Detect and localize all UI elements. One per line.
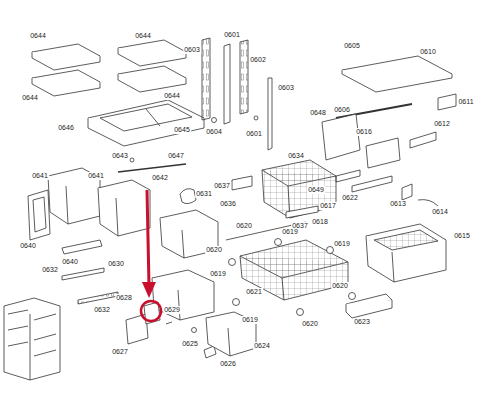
callout-number: 0619 (241, 316, 259, 324)
callout-number: 0620 (331, 282, 349, 290)
callout-number: 0628 (115, 294, 133, 302)
callout-number: 0620 (235, 222, 253, 230)
callout-number: 0610 (419, 48, 437, 56)
callout-number: 0634 (287, 152, 305, 160)
callout-number: 0619 (333, 240, 351, 248)
callout-number: 0623 (353, 318, 371, 326)
callout-number: 0632 (41, 266, 59, 274)
callout-number: 0602 (249, 56, 267, 64)
callout-number: 0620 (205, 246, 223, 254)
callout-number: 0605 (343, 42, 361, 50)
callout-number: 0626 (219, 360, 237, 368)
callout-number: 0619 (281, 228, 299, 236)
callout-number: 0640 (19, 242, 37, 250)
callout-number: 0640 (61, 258, 79, 266)
callout-number: 0627 (111, 348, 129, 356)
callout-number: 0613 (389, 200, 407, 208)
callout-number: 0641 (87, 172, 105, 180)
callout-number: 0648 (309, 109, 327, 117)
callout-number: 0624 (253, 342, 271, 350)
callout-number: 0612 (433, 120, 451, 128)
callout-number: 0643 (111, 152, 129, 160)
callout-number: 0630 (107, 260, 125, 268)
callout-number: 0631 (195, 190, 213, 198)
callout-number: 0637 (213, 182, 231, 190)
callout-number: 0617 (319, 202, 337, 210)
callout-number: 0601 (245, 130, 263, 138)
callout-number: 0620 (301, 320, 319, 328)
callout-number: 0629 (163, 306, 181, 314)
callout-number: 0642 (151, 174, 169, 182)
callout-number: 0611 (457, 98, 474, 106)
callout-number: 0621 (245, 288, 263, 296)
callout-number: 0649 (307, 186, 325, 194)
callout-number: 0632 (93, 306, 111, 314)
callout-number: 0644 (29, 32, 47, 40)
callout-number: 0644 (163, 92, 181, 100)
callout-number: 0622 (341, 194, 359, 202)
callout-number: 0619 (209, 270, 227, 278)
callout-number: 0614 (431, 208, 449, 216)
callout-number: 0644 (134, 32, 152, 40)
callout-number: 0644 (21, 94, 39, 102)
callout-number: 0636 (219, 200, 237, 208)
callout-number: 0603 (277, 84, 295, 92)
callout-number: 0647 (167, 152, 185, 160)
callout-number: 0646 (57, 124, 75, 132)
callout-number: 0603 (183, 46, 201, 54)
callout-number: 0606 (333, 106, 351, 114)
callout-number: 0615 (453, 232, 471, 240)
callout-number: 0601 (223, 31, 241, 39)
callout-number: 0618 (311, 218, 329, 226)
callout-number: 0604 (205, 128, 223, 136)
callout-number: 0616 (355, 128, 373, 136)
callout-number: 0625 (181, 340, 199, 348)
callout-number: 0645 (173, 126, 191, 134)
callout-number: 0641 (31, 172, 49, 180)
